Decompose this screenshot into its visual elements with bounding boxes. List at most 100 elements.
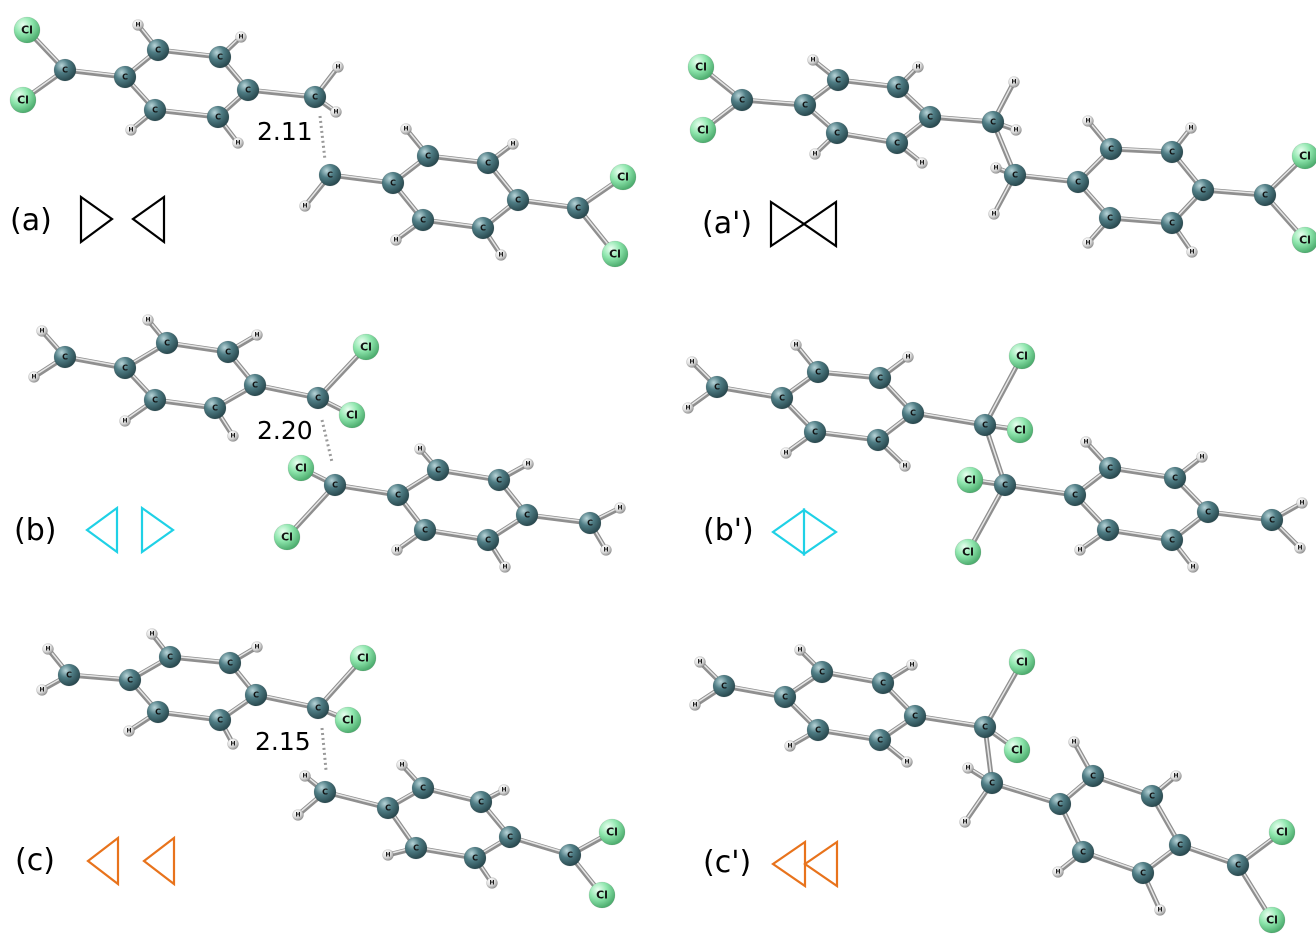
atom-symbol: C bbox=[990, 118, 996, 127]
triangle-left-icon bbox=[85, 505, 119, 555]
atom-symbol: C bbox=[66, 671, 72, 680]
atom-c: C bbox=[566, 196, 590, 220]
atom-c: C bbox=[825, 121, 849, 145]
atom-c: C bbox=[1048, 792, 1072, 816]
atom-c: C bbox=[866, 428, 890, 452]
atom-symbol: H bbox=[31, 374, 36, 381]
atom-symbol: H bbox=[689, 359, 694, 366]
atom-symbol: H bbox=[403, 126, 408, 133]
atom-h: H bbox=[790, 339, 802, 351]
atom-cl: Cl bbox=[689, 116, 717, 144]
atom-symbol: C bbox=[815, 368, 821, 377]
atom-cl: Cl bbox=[349, 644, 377, 672]
atom-symbol: C bbox=[1269, 516, 1275, 525]
atom-symbol: H bbox=[393, 237, 398, 244]
atom-h: H bbox=[959, 816, 971, 828]
atom-c: C bbox=[476, 151, 500, 175]
atom-symbol: C bbox=[1090, 772, 1096, 781]
atom-symbol: H bbox=[812, 151, 817, 158]
atom-symbol: C bbox=[1149, 792, 1155, 801]
panel-label-b-prime: (b') bbox=[703, 513, 754, 548]
atom-symbol: H bbox=[783, 450, 788, 457]
atom-symbol: H bbox=[302, 203, 307, 210]
triangle-left-icon bbox=[142, 835, 176, 887]
atom-h: H bbox=[1196, 451, 1208, 463]
atom-symbol: H bbox=[1157, 907, 1162, 914]
atom-h: H bbox=[414, 443, 426, 455]
atom-c: C bbox=[306, 386, 330, 410]
atom-c: C bbox=[53, 58, 77, 82]
atom-h: H bbox=[1068, 736, 1080, 748]
atom-symbol: C bbox=[1205, 508, 1211, 517]
atom-h: H bbox=[382, 849, 394, 861]
atom-c: C bbox=[578, 511, 602, 535]
atom-symbol: C bbox=[1169, 148, 1175, 157]
atom-symbol: C bbox=[912, 712, 918, 721]
atom-symbol: H bbox=[697, 659, 702, 666]
atom-c: C bbox=[973, 413, 997, 437]
atom-c: C bbox=[118, 668, 142, 692]
atom-symbol: C bbox=[782, 693, 788, 702]
atom-c: C bbox=[515, 503, 539, 527]
bond-highlight bbox=[967, 483, 1006, 552]
atom-h: H bbox=[227, 738, 239, 750]
atom-symbol: Cl bbox=[617, 171, 629, 184]
atom-cl: Cl bbox=[1291, 226, 1316, 254]
atom-c: C bbox=[1191, 178, 1215, 202]
atom-symbol: H bbox=[1189, 249, 1194, 256]
atom-c: C bbox=[306, 696, 330, 720]
atom-symbol: H bbox=[993, 165, 998, 172]
atom-symbol: C bbox=[895, 83, 901, 92]
atom-symbol: Cl bbox=[1276, 826, 1288, 839]
atom-symbol: C bbox=[815, 726, 821, 735]
bond bbox=[912, 713, 988, 730]
atom-symbol: H bbox=[394, 547, 399, 554]
atom-symbol: C bbox=[245, 86, 251, 95]
atom-c: C bbox=[381, 171, 405, 195]
atom-symbol: C bbox=[472, 854, 478, 863]
atom-c: C bbox=[113, 356, 137, 380]
atom-c: C bbox=[993, 473, 1017, 497]
atom-symbol: C bbox=[315, 704, 321, 713]
atom-cl: Cl bbox=[287, 454, 315, 482]
atom-symbol: H bbox=[692, 702, 697, 709]
atom-symbol: C bbox=[910, 409, 916, 418]
atom-c: C bbox=[868, 366, 892, 390]
atom-h: H bbox=[391, 544, 403, 556]
atom-c: C bbox=[871, 671, 895, 695]
atom-c: C bbox=[1226, 853, 1250, 877]
atom-symbol: C bbox=[164, 339, 170, 348]
atom-symbol: H bbox=[399, 762, 404, 769]
atom-cl: Cl bbox=[687, 53, 715, 81]
atom-symbol: Cl bbox=[342, 714, 354, 727]
atom-c: C bbox=[208, 45, 232, 69]
atom-c: C bbox=[826, 68, 850, 92]
atom-c: C bbox=[1168, 833, 1192, 857]
atom-h: H bbox=[682, 402, 694, 414]
atom-c: C bbox=[53, 345, 77, 369]
atom-symbol: H bbox=[1188, 125, 1193, 132]
atom-h: H bbox=[235, 31, 247, 43]
atom-c: C bbox=[243, 373, 267, 397]
atom-c: C bbox=[158, 645, 182, 669]
atom-h: H bbox=[390, 234, 402, 246]
atom-symbol: H bbox=[991, 211, 996, 218]
distance-label-c: 2.15 bbox=[255, 727, 311, 756]
atom-h: H bbox=[251, 641, 263, 653]
atom-c: C bbox=[1253, 183, 1277, 207]
atom-c: C bbox=[705, 375, 729, 399]
atom-h: H bbox=[227, 430, 239, 442]
atom-h: H bbox=[1052, 866, 1064, 878]
atom-symbol: C bbox=[212, 404, 218, 413]
atom-symbol: C bbox=[480, 224, 486, 233]
atom-h: H bbox=[1186, 246, 1198, 258]
marker-triangles-b-prime bbox=[771, 507, 838, 557]
atom-c: C bbox=[773, 685, 797, 709]
atom-h: H bbox=[962, 762, 974, 774]
atom-symbol: H bbox=[295, 812, 300, 819]
atom-c: C bbox=[803, 420, 827, 444]
atom-h: H bbox=[600, 544, 612, 556]
atom-h: H bbox=[299, 200, 311, 212]
atom-symbol: H bbox=[122, 418, 127, 425]
